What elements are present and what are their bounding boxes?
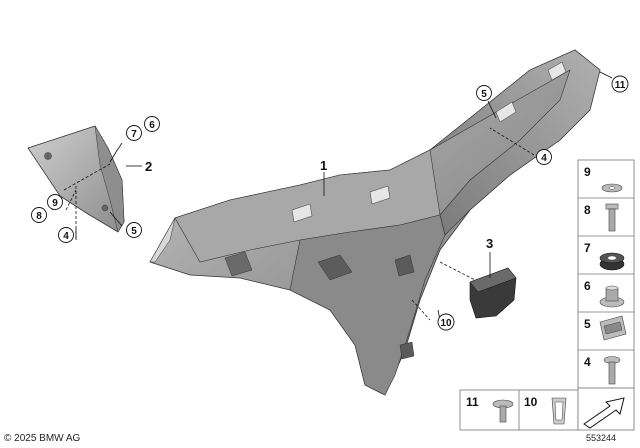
grommet-icon <box>599 252 625 271</box>
diagram-id: 553244 <box>586 433 617 443</box>
callout-10: 10 <box>440 318 452 329</box>
clip-nut-icon <box>599 315 627 341</box>
legend-item-8: 8 <box>584 203 591 217</box>
callout-4-left: 4 <box>63 231 69 242</box>
arrow-symbol-icon <box>583 397 625 429</box>
label-part-3: 3 <box>486 236 493 251</box>
callout-9: 9 <box>52 198 58 209</box>
callout-5-left: 5 <box>131 226 137 237</box>
push-pin-icon <box>492 399 514 423</box>
callout-6: 6 <box>149 120 155 131</box>
callout-8: 8 <box>36 211 42 222</box>
bolt-icon <box>605 203 619 232</box>
legend-item-7: 7 <box>584 241 591 255</box>
callout-circles: 6 7 9 8 4 5 5 4 11 10 <box>31 75 629 331</box>
legend-item-4: 4 <box>584 355 591 369</box>
legend-item-5: 5 <box>584 317 591 331</box>
legend-item-9: 9 <box>584 165 591 179</box>
callout-7: 7 <box>131 129 137 140</box>
main-bracket-part <box>149 49 601 396</box>
clip-part-3 <box>469 267 517 319</box>
spring-clip-icon <box>551 397 567 425</box>
legend-item-10: 10 <box>524 395 538 409</box>
callout-4-right: 4 <box>541 153 547 164</box>
copyright-text: © 2025 BMW AG <box>4 433 81 444</box>
label-part-1: 1 <box>320 158 327 173</box>
nut-icon <box>599 285 625 308</box>
legend-table: 9 8 7 6 5 4 <box>577 159 635 389</box>
screw-icon <box>603 356 621 385</box>
bottom-legend: 11 10 <box>459 387 635 431</box>
legend-item-6: 6 <box>584 279 591 293</box>
small-bracket-part <box>27 125 125 233</box>
legend-item-11: 11 <box>466 395 479 409</box>
callout-5-top: 5 <box>481 89 487 100</box>
label-part-2: 2 <box>145 159 152 174</box>
callout-11: 11 <box>615 80 626 91</box>
